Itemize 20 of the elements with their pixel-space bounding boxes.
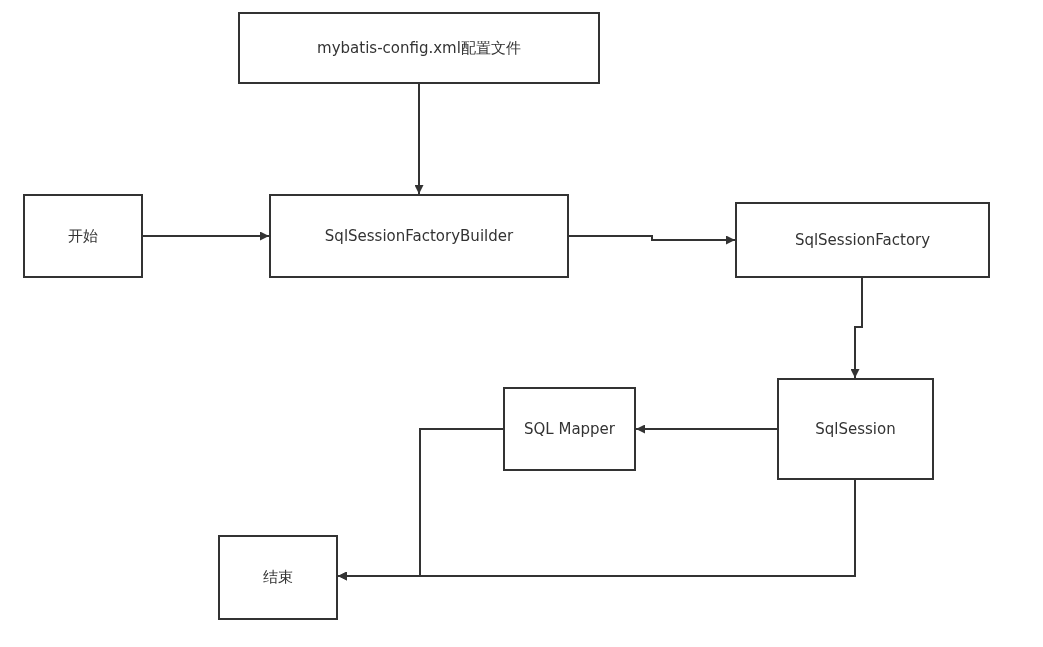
process-box bbox=[269, 194, 569, 278]
box-label: SQL Mapper bbox=[524, 420, 615, 438]
process-box bbox=[238, 12, 600, 84]
box-label: 开始 bbox=[68, 226, 98, 246]
arrow bbox=[337, 479, 856, 581]
arrow bbox=[142, 231, 270, 241]
box-label: SqlSessionFactoryBuilder bbox=[324, 227, 514, 245]
process-box bbox=[503, 387, 636, 471]
process-box bbox=[23, 194, 143, 278]
arrow bbox=[850, 277, 863, 379]
arrow bbox=[414, 83, 424, 195]
arrow bbox=[568, 235, 736, 245]
box-label: mybatis-config.xml配置文件 bbox=[317, 38, 521, 58]
process-box bbox=[218, 535, 338, 620]
box-label: 结束 bbox=[263, 568, 293, 587]
process-box bbox=[735, 202, 990, 278]
arrow bbox=[635, 424, 778, 434]
process-box bbox=[777, 378, 934, 480]
box-label: SqlSessionFactory bbox=[794, 231, 931, 249]
box-label: SqlSession bbox=[815, 420, 896, 438]
